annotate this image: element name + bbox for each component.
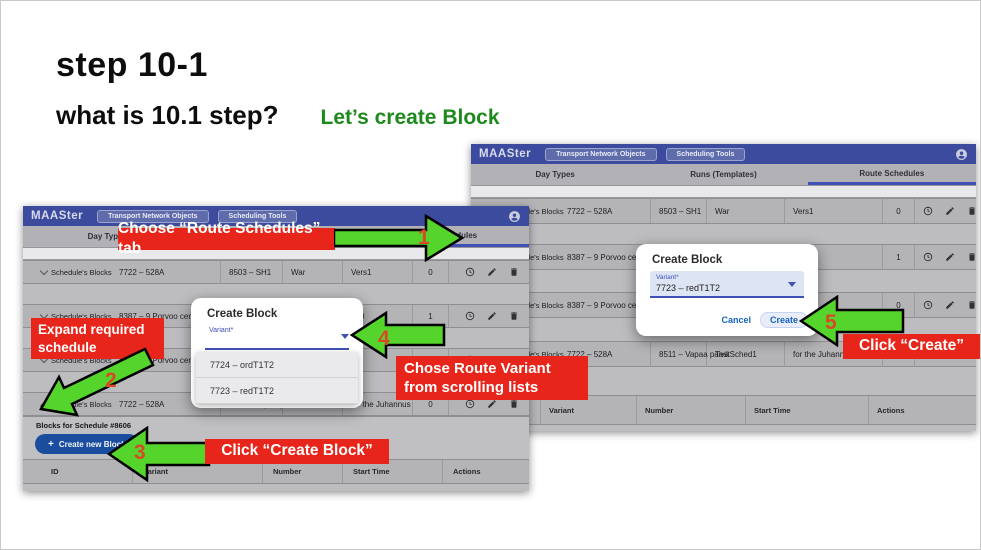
account-circle-icon[interactable] (508, 210, 521, 223)
variant-label: Variant* (656, 274, 679, 281)
step-number-1: 1 (418, 226, 430, 249)
step-number-4: 4 (378, 327, 390, 350)
clock-icon[interactable] (465, 399, 475, 409)
account-circle-icon[interactable] (955, 148, 968, 161)
slide-title: step 10-1 (56, 46, 208, 84)
dialog-title: Create Block (207, 308, 278, 320)
step-number-2: 2 (105, 369, 117, 392)
chevron-down-icon[interactable] (39, 266, 49, 275)
filter-row (23, 248, 529, 260)
arrow-left-step3 (107, 426, 211, 482)
annotation-click-create: Click “Create” (843, 334, 980, 359)
tab-route-schedules[interactable]: Route Schedules (807, 164, 976, 185)
pencil-icon[interactable] (487, 399, 497, 409)
pencil-icon[interactable] (945, 206, 955, 216)
tab-bar: Day Types Runs (Templates) Route Schedul… (471, 164, 976, 186)
create-button[interactable]: Create (759, 312, 808, 328)
variant-option[interactable]: 7724 – ordT1T2 (196, 352, 358, 378)
app-brand: MAASter (479, 148, 532, 160)
pencil-icon[interactable] (487, 311, 497, 321)
filter-row (471, 186, 976, 198)
nav-transport-network-objects[interactable]: Transport Network Objects (97, 209, 209, 223)
app-header: MAASter Transport Network Objects Schedu… (471, 144, 976, 164)
caret-down-icon[interactable] (788, 282, 796, 287)
variant-option[interactable]: 7723 – redT1T2 (196, 378, 358, 404)
step-number-5: 5 (825, 311, 837, 334)
tab-day-types[interactable]: Day Types (87, 232, 128, 241)
clock-icon[interactable] (465, 267, 475, 277)
variant-select[interactable]: Variant* 7723 – redT1T2 (650, 271, 804, 298)
trash-icon[interactable] (509, 399, 519, 409)
app-brand: MAASter (31, 210, 84, 222)
clock-icon[interactable] (923, 300, 933, 310)
pencil-icon[interactable] (487, 267, 497, 277)
create-block-dialog: Create Block Variant* 7724 – ordT1T2 772… (191, 298, 363, 408)
row-gap (471, 224, 976, 244)
slide-answer: Let’s create Block (320, 106, 500, 129)
caret-down-icon[interactable] (341, 334, 349, 339)
trash-icon[interactable] (967, 300, 977, 310)
slide-subtitle-row: what is 10.1 step? Let’s create Block (56, 100, 500, 131)
variant-select[interactable]: Variant* (191, 324, 363, 348)
annotation-choose-route-schedules: Choose “Route Schedules” tab (118, 220, 335, 257)
clock-icon[interactable] (923, 206, 933, 216)
variant-value: 7723 – redT1T2 (656, 283, 721, 293)
create-block-dialog: Create Block Variant* 7723 – redT1T2 Can… (636, 244, 818, 336)
annotation-click-create-block: Click “Create Block” (205, 439, 389, 464)
plus-icon: + (48, 438, 54, 450)
pencil-icon[interactable] (945, 252, 955, 262)
blocks-section-title: Blocks for Schedule #8606 (36, 421, 132, 430)
nav-scheduling-tools[interactable]: Scheduling Tools (665, 147, 746, 161)
clock-icon[interactable] (923, 252, 933, 262)
blocks-section: Blocks for Schedule #8606 + Create new B… (23, 416, 529, 459)
arrow-left-step4 (350, 311, 446, 359)
step-number-3: 3 (134, 441, 146, 464)
arrow-left-step5 (799, 295, 905, 347)
create-new-block-label: Create new Block (58, 439, 126, 449)
nav-transport-network-objects[interactable]: Transport Network Objects (545, 147, 657, 161)
input-underline (205, 348, 349, 350)
table-row[interactable]: Schedule's Blocks 7722 – 528A 8503 – SH1… (471, 198, 976, 224)
app-header: MAASter Transport Network Objects Schedu… (23, 206, 529, 226)
slide-question: what is 10.1 step? (56, 100, 279, 130)
arrow-down-left-step2 (39, 347, 155, 417)
arrow-right-step1 (334, 214, 464, 262)
blocks-table-header: ID Variant Number Start Time Actions (471, 395, 976, 425)
variant-label: Variant* (209, 327, 234, 334)
trash-icon[interactable] (967, 206, 977, 216)
trash-icon[interactable] (509, 311, 519, 321)
pencil-icon[interactable] (945, 300, 955, 310)
clock-icon[interactable] (465, 311, 475, 321)
tab-runs-templates[interactable]: Runs (Templates) (690, 170, 757, 179)
tab-day-types[interactable]: Day Types (535, 170, 575, 179)
create-new-block-button[interactable]: + Create new Block (35, 434, 139, 454)
dialog-title: Create Block (652, 254, 723, 266)
table-row[interactable]: Schedule's Blocks 7722 – 528A 8503 – SH1… (23, 260, 529, 284)
variant-dropdown-list: 7724 – ordT1T2 7723 – redT1T2 (196, 352, 358, 404)
trash-icon[interactable] (967, 252, 977, 262)
trash-icon[interactable] (509, 267, 519, 277)
nav-scheduling-tools[interactable]: Scheduling Tools (217, 209, 298, 223)
row-gap (23, 284, 529, 304)
cancel-button[interactable]: Cancel (721, 315, 751, 325)
